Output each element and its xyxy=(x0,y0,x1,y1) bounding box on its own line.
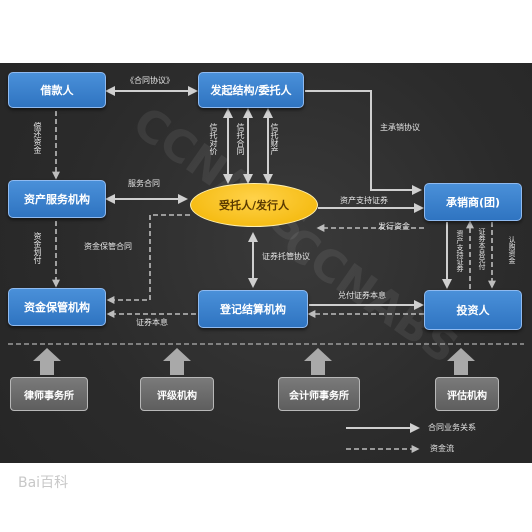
label-contract: 《合同协议》 xyxy=(126,76,174,85)
node-servicer[interactable]: 资产服务机构 xyxy=(8,180,106,218)
label-trust-contract: 信托合同 xyxy=(236,123,245,155)
agency-rating[interactable]: 评级机构 xyxy=(140,377,214,411)
arrow-trustee-custodian xyxy=(106,214,190,304)
label-trust-consideration: 信托对价 xyxy=(209,123,218,155)
label-prepay-principal: 兑付证券本息 xyxy=(338,291,386,300)
node-custodian[interactable]: 资金保管机构 xyxy=(8,288,106,326)
agency-appraisal[interactable]: 评估机构 xyxy=(435,377,499,411)
label-service-contract: 服务合同 xyxy=(128,179,160,188)
node-clearing[interactable]: 登记结算机构 xyxy=(198,290,308,328)
node-originator[interactable]: 发起结构/委托人 xyxy=(198,72,304,108)
agency-arrow-rating xyxy=(163,348,191,375)
label-subscribe-funds: 认购资金 xyxy=(508,236,516,264)
label-securities-principal: 证券本息 xyxy=(136,318,168,327)
node-investor[interactable]: 投资人 xyxy=(424,290,522,330)
agency-accounting[interactable]: 会计师事务所 xyxy=(278,377,360,411)
agency-arrow-law xyxy=(33,348,61,375)
baidu-logo: Bai百科 xyxy=(18,475,69,491)
agency-law-firm[interactable]: 律师事务所 xyxy=(10,377,88,411)
agency-arrow-accounting xyxy=(304,348,332,375)
node-trustee[interactable]: 受托人/发行人 xyxy=(190,183,318,227)
label-securities-principal-right: 证券本息兑付 xyxy=(478,228,486,270)
label-abs-securities: 资产支持证券 xyxy=(340,196,388,205)
label-issue-funds: 发行资金 xyxy=(378,222,410,231)
label-abs-securities-right: 资产支持证券 xyxy=(456,230,464,272)
label-fund-custody: 资金保管合同 xyxy=(84,242,132,251)
label-main-underwriting: 主承销协议 xyxy=(380,123,420,132)
label-trust-property: 信托财产 xyxy=(270,123,279,155)
label-repay: 偿还资金 xyxy=(33,122,42,154)
agency-arrow-appraisal xyxy=(447,348,475,375)
legend-contract: 合同业务关系 xyxy=(428,423,476,432)
legend-cash: 资金流 xyxy=(430,444,454,453)
label-securities-custody: 证券托管协议 xyxy=(262,252,310,261)
node-underwriter[interactable]: 承销商(团) xyxy=(424,183,522,221)
node-borrower[interactable]: 借款人 xyxy=(8,72,106,108)
label-fund-payment: 资金划付 xyxy=(33,232,42,264)
arrow-originator-underwriter xyxy=(305,90,422,195)
